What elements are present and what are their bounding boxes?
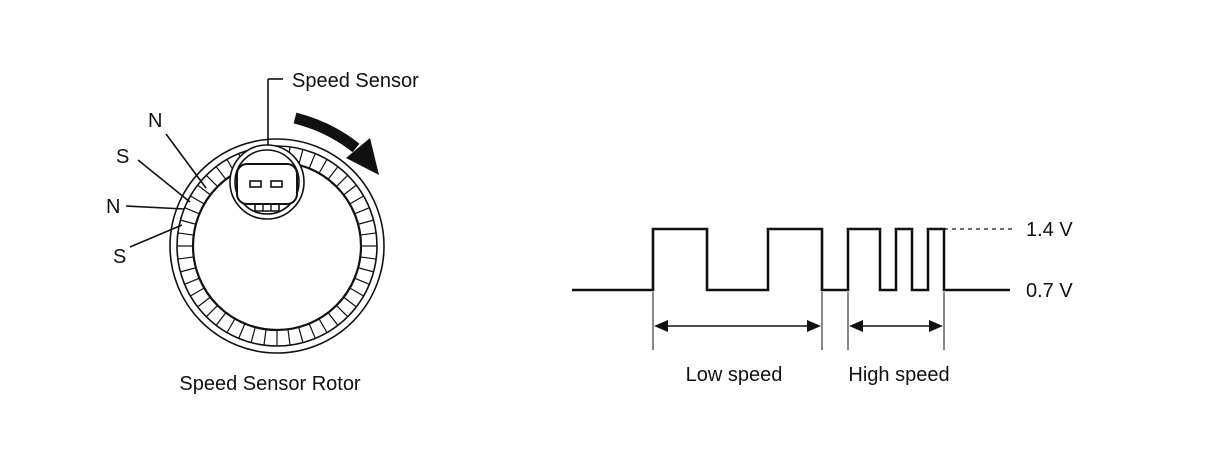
rotor-segment-line	[238, 323, 246, 339]
arrowhead-left	[654, 320, 668, 332]
pole-leader	[165, 133, 207, 189]
connector-pin	[249, 180, 262, 188]
rotation-arrow-head	[346, 138, 379, 175]
rotor-segment-line	[197, 184, 211, 196]
pole-label-n-top: N	[148, 110, 162, 132]
rotor-segment-line	[180, 219, 197, 225]
rotor-segment-line	[205, 304, 219, 318]
low-speed-label: Low speed	[686, 364, 783, 386]
rotor-segment-line	[180, 267, 197, 273]
arrowhead-left	[849, 320, 863, 332]
pole-label-s-top: S	[116, 146, 129, 168]
rotor-segment-line	[226, 318, 236, 333]
rotor-segment-line	[298, 149, 304, 166]
pole-label-n-bottom: N	[106, 196, 120, 218]
rotor-segment-line	[318, 318, 328, 333]
rotor-segment-line	[360, 256, 377, 260]
rotor-segment-line	[177, 232, 194, 236]
rotor-segment-line	[184, 277, 200, 285]
rotor-segment-line	[343, 184, 357, 196]
connector-latch	[254, 204, 280, 212]
rotor-caption: Speed Sensor Rotor	[179, 373, 361, 395]
waveform-signal	[572, 227, 1010, 292]
rotor-segment-line	[308, 153, 316, 169]
rotor-segment-line	[190, 195, 205, 205]
high-speed-label: High speed	[848, 364, 949, 386]
rotor-segment-line	[335, 304, 349, 318]
rotor-segment-line	[349, 287, 364, 297]
rotor-segment-line	[357, 267, 374, 273]
rotor-segment-line	[343, 296, 357, 308]
pole-leader	[129, 224, 183, 248]
rotor-segment-line	[190, 287, 205, 297]
rotor-segment-line	[357, 219, 374, 225]
rotor-segment-line	[335, 174, 349, 188]
voltage-low-label: 0.7 V	[1026, 280, 1073, 302]
sensor-waveform	[572, 227, 1012, 350]
curved-arrow-clockwise-icon	[293, 112, 379, 175]
rotor-segment-line	[298, 326, 304, 343]
speed-sensor	[229, 78, 305, 220]
pole-label-s-bottom: S	[113, 246, 126, 268]
rotor-segment-line	[197, 296, 211, 308]
rotor-segment-line	[177, 256, 194, 260]
rotor-segment-line	[360, 232, 377, 236]
arrowhead-right	[807, 320, 821, 332]
rotor-segment-line	[250, 326, 256, 343]
rotor-segment-line	[205, 174, 219, 188]
rotor-segment-line	[287, 329, 291, 346]
rotor-segment-line	[318, 159, 328, 174]
rotor-segment-line	[354, 207, 370, 215]
rotor-outer-rim	[169, 138, 385, 354]
rotor-segment-line	[354, 277, 370, 285]
rotor-segment-line	[327, 166, 339, 180]
pole-leader	[125, 205, 185, 210]
pole-leader	[137, 159, 191, 203]
rotor-segment-line	[263, 329, 267, 346]
rotor-segment-line	[215, 166, 227, 180]
voltage-high-label: 1.4 V	[1026, 219, 1073, 241]
rotor-segment-line	[308, 323, 316, 339]
sensor-connector	[236, 163, 298, 205]
connector-pin	[270, 180, 283, 188]
rotor-segment-line	[215, 312, 227, 326]
arrowhead-right	[929, 320, 943, 332]
rotor-segment-line	[327, 312, 339, 326]
speed-sensor-label: Speed Sensor	[292, 70, 419, 92]
rotor-segment-line	[349, 195, 364, 205]
rotation-arrow-body	[293, 112, 360, 153]
rotor-segment-line	[184, 207, 200, 215]
